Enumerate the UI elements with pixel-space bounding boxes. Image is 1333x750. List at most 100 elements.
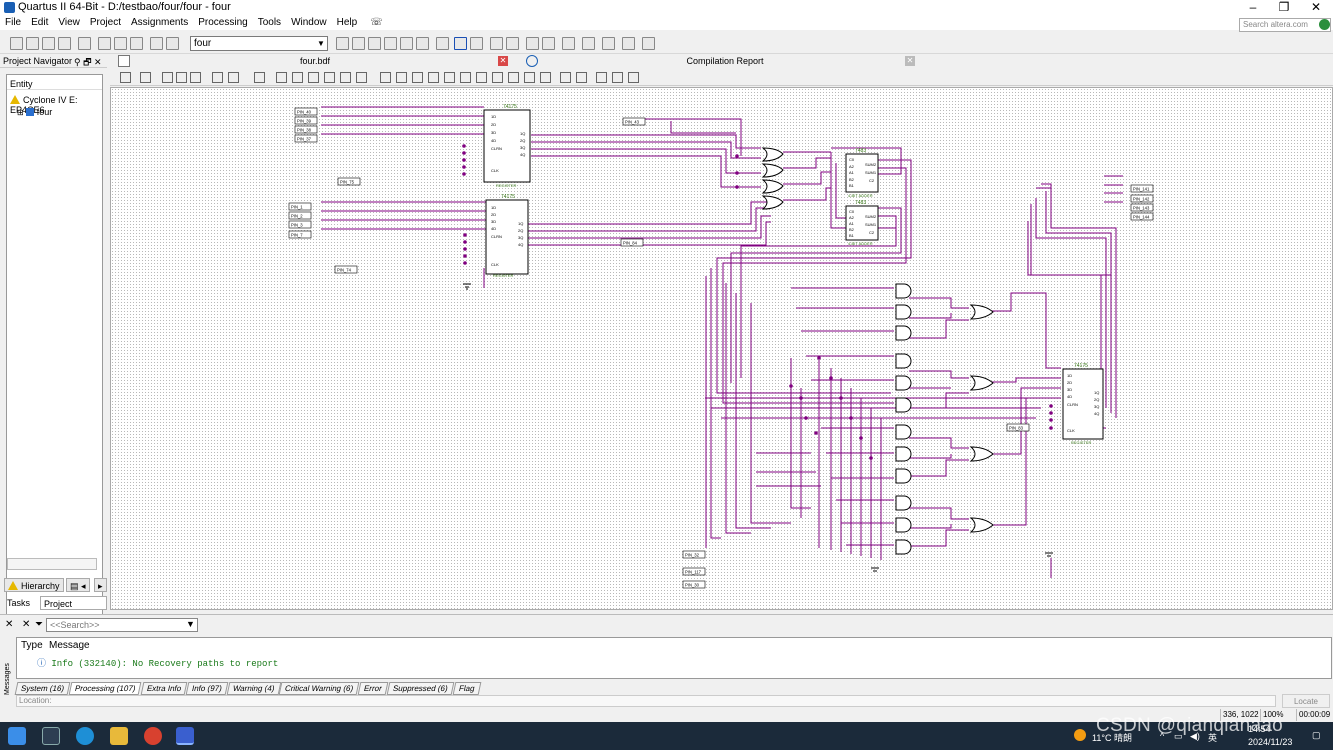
minimize-button[interactable]: – xyxy=(1249,0,1257,14)
print-icon[interactable] xyxy=(78,37,91,50)
hierarchy-tree[interactable]: Entity Cyclone IV E: EP4CE6 ⊞ four xyxy=(6,74,103,624)
pin-label[interactable]: PIN_32 xyxy=(682,550,706,559)
redo-bdf-icon[interactable] xyxy=(228,72,239,83)
selection-tool-icon[interactable] xyxy=(276,72,287,83)
clock-date[interactable]: 2024/11/23 xyxy=(1248,737,1293,747)
weather-text[interactable]: 11°C 晴朗 xyxy=(1092,733,1132,743)
close-button[interactable]: ✕ xyxy=(1310,0,1322,14)
pin-label[interactable]: PIN_75 xyxy=(337,177,361,186)
megawizard-icon[interactable] xyxy=(602,37,615,50)
undo-bdf-icon[interactable] xyxy=(212,72,223,83)
menu-view[interactable]: View xyxy=(58,17,80,28)
orthogonal-node-icon[interactable] xyxy=(396,72,407,83)
conduit-tool-icon[interactable] xyxy=(428,72,439,83)
clock-time[interactable]: 14:54 xyxy=(1248,724,1271,734)
copy-icon[interactable] xyxy=(114,37,127,50)
rotate-icon[interactable] xyxy=(628,72,639,83)
tab-info[interactable]: Info (97) xyxy=(185,682,229,695)
oval-tool-icon[interactable] xyxy=(508,72,519,83)
pin-label[interactable]: PIN_83 xyxy=(1006,423,1030,432)
tab-critical-warning[interactable]: Critical Warning (6) xyxy=(278,682,360,695)
search-altera-input[interactable]: Search altera.com xyxy=(1239,18,1331,32)
pin-label[interactable]: PIN_2 xyxy=(288,211,312,220)
notification-icon[interactable]: ▢ xyxy=(1312,730,1321,740)
filter-icon[interactable]: ⏷ xyxy=(35,619,43,630)
orthogonal-bus-icon[interactable] xyxy=(412,72,423,83)
save-all-icon[interactable] xyxy=(58,37,71,50)
flip-vertical-icon[interactable] xyxy=(612,72,623,83)
tray-chevron-icon[interactable]: ^ xyxy=(1160,731,1165,741)
settings-icon[interactable] xyxy=(336,37,349,50)
or-gates-top[interactable] xyxy=(761,147,784,210)
paste-icon[interactable] xyxy=(130,37,143,50)
search-dropdown-icon[interactable]: ▼ xyxy=(186,619,195,629)
save-bdf-icon[interactable] xyxy=(120,72,131,83)
expand-icon[interactable]: ⊞ xyxy=(17,108,24,117)
pin-label[interactable]: PIN_143 xyxy=(1130,203,1154,212)
column-message[interactable]: Message xyxy=(49,640,90,651)
pin-tool-icon[interactable] xyxy=(356,72,367,83)
timing-icon[interactable] xyxy=(506,37,519,50)
network-icon[interactable]: ▭ xyxy=(1174,731,1183,741)
print-bdf-icon[interactable] xyxy=(140,72,151,83)
pin-label[interactable]: PIN_117 xyxy=(682,567,706,576)
windows-start-icon[interactable] xyxy=(8,727,26,745)
messages-search-input[interactable]: <<Search>> xyxy=(46,618,198,632)
stop-icon[interactable] xyxy=(436,37,449,50)
menu-processing[interactable]: Processing xyxy=(198,17,248,28)
menu-edit[interactable]: Edit xyxy=(31,17,49,28)
assign-icon[interactable] xyxy=(384,37,397,50)
chip-planner-icon[interactable] xyxy=(352,37,365,50)
task-view-icon[interactable] xyxy=(42,727,60,745)
tab-tasks[interactable]: Tasks xyxy=(7,598,31,608)
tab-files[interactable]: ▤ ◂ xyxy=(66,578,90,592)
tab-processing[interactable]: Processing (107) xyxy=(68,682,142,695)
paste-bdf-icon[interactable] xyxy=(190,72,201,83)
pin-label[interactable]: PIN_30 xyxy=(682,580,706,589)
weather-icon[interactable] xyxy=(1074,729,1086,741)
redo-icon[interactable] xyxy=(166,37,179,50)
column-type[interactable]: Type xyxy=(21,640,43,651)
menu-project[interactable]: Project xyxy=(89,17,121,28)
rectangle-tool-icon[interactable] xyxy=(492,72,503,83)
partial-line-icon[interactable] xyxy=(560,72,571,83)
netlist-icon[interactable] xyxy=(542,37,555,50)
messages-table[interactable]: Type Message ⓘ Info (332140): No Recover… xyxy=(16,637,1332,679)
full-screen-icon[interactable] xyxy=(254,72,265,83)
diagonal-node-icon[interactable] xyxy=(444,72,455,83)
rubberbanding-icon[interactable] xyxy=(576,72,587,83)
close-messages-icon[interactable]: ✕ xyxy=(5,619,14,630)
menu-assignments[interactable]: Assignments xyxy=(130,17,189,28)
timequest-icon[interactable] xyxy=(490,37,503,50)
pin-layer[interactable]: PIN_40PIN_39PIN_38PIN_37PIN_43PIN_75PIN_… xyxy=(288,107,1154,589)
volume-icon[interactable]: ◀) xyxy=(1190,731,1200,741)
analysis-icon[interactable] xyxy=(400,37,413,50)
and-gates[interactable] xyxy=(895,283,912,555)
hand-tool-icon[interactable] xyxy=(308,72,319,83)
diagonal-bus-icon[interactable] xyxy=(460,72,471,83)
pin-label[interactable]: PIN_142 xyxy=(1130,194,1154,203)
or-gates-right[interactable] xyxy=(969,304,994,533)
chat-icon[interactable] xyxy=(642,37,655,50)
rtl-viewer-icon[interactable] xyxy=(526,37,539,50)
help-icon[interactable] xyxy=(622,37,635,50)
globe-icon[interactable] xyxy=(1319,19,1330,30)
new-file-icon[interactable] xyxy=(10,37,23,50)
tab-hierarchy[interactable]: Hierarchy xyxy=(4,578,64,592)
copy-bdf-icon[interactable] xyxy=(176,72,187,83)
tab-compilation-report[interactable]: Compilation Report xyxy=(686,56,764,66)
pin-label[interactable]: PIN_40 xyxy=(294,107,318,116)
locate-button[interactable]: Locate xyxy=(1282,694,1330,708)
pin-label[interactable]: PIN_141 xyxy=(1130,184,1154,193)
edge-browser-icon[interactable] xyxy=(76,727,94,745)
tab-scroll-right[interactable]: ▸ xyxy=(94,578,107,592)
help-chat-icon[interactable]: ☏ xyxy=(370,17,383,28)
arc-tool-icon[interactable] xyxy=(540,72,551,83)
tab-flag[interactable]: Flag xyxy=(452,682,481,695)
menu-file[interactable]: File xyxy=(5,17,22,28)
zoom-tool-icon[interactable] xyxy=(292,72,303,83)
